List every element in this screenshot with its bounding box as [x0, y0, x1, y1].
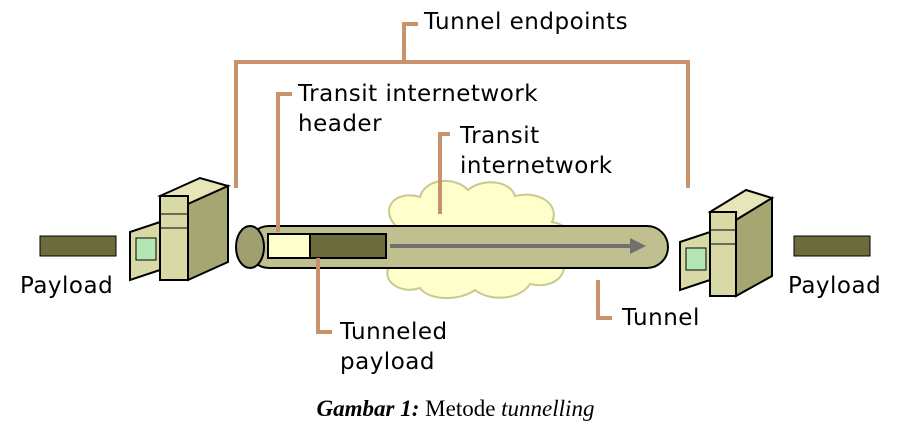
tunneled-payload-label-line1: Tunneled — [340, 319, 448, 345]
tunnel-label: Tunnel — [622, 305, 700, 331]
tunneled-payload-block — [309, 233, 387, 259]
caption-text: Metode — [425, 396, 496, 421]
transit-header-block — [267, 233, 311, 259]
payload-left-label: Payload — [20, 273, 114, 299]
tunneled-payload-label-line2: payload — [340, 349, 435, 375]
tunneled-payload-leader — [316, 258, 332, 334]
right-payload-block — [793, 235, 871, 257]
transit-internetwork-label-line1: Transit — [460, 123, 540, 149]
tunnel-tube — [235, 225, 669, 269]
tunnel-endpoints-label: Tunnel endpoints — [424, 9, 629, 35]
tunnel-endpoints-bracket — [234, 60, 690, 188]
transit-header-label-line2: header — [298, 111, 383, 137]
transit-internetwork-label-line2: internetwork — [460, 153, 613, 179]
tunnel-endpoints-leader — [402, 22, 418, 62]
tunnel-leader — [596, 280, 612, 320]
left-payload-block — [39, 235, 117, 257]
caption-label: Gambar 1: — [316, 396, 420, 421]
transit-header-leader — [276, 92, 292, 232]
figure-caption: Gambar 1: Metode tunnelling — [0, 396, 911, 422]
leader-lines — [234, 22, 690, 334]
payload-right-label: Payload — [788, 273, 882, 299]
left-computer-icon — [129, 176, 231, 282]
right-computer-icon — [679, 188, 775, 298]
caption-italic: tunnelling — [501, 396, 595, 421]
transit-internetwork-leader — [438, 132, 450, 214]
transit-header-label-line1: Transit internetwork — [298, 81, 539, 107]
